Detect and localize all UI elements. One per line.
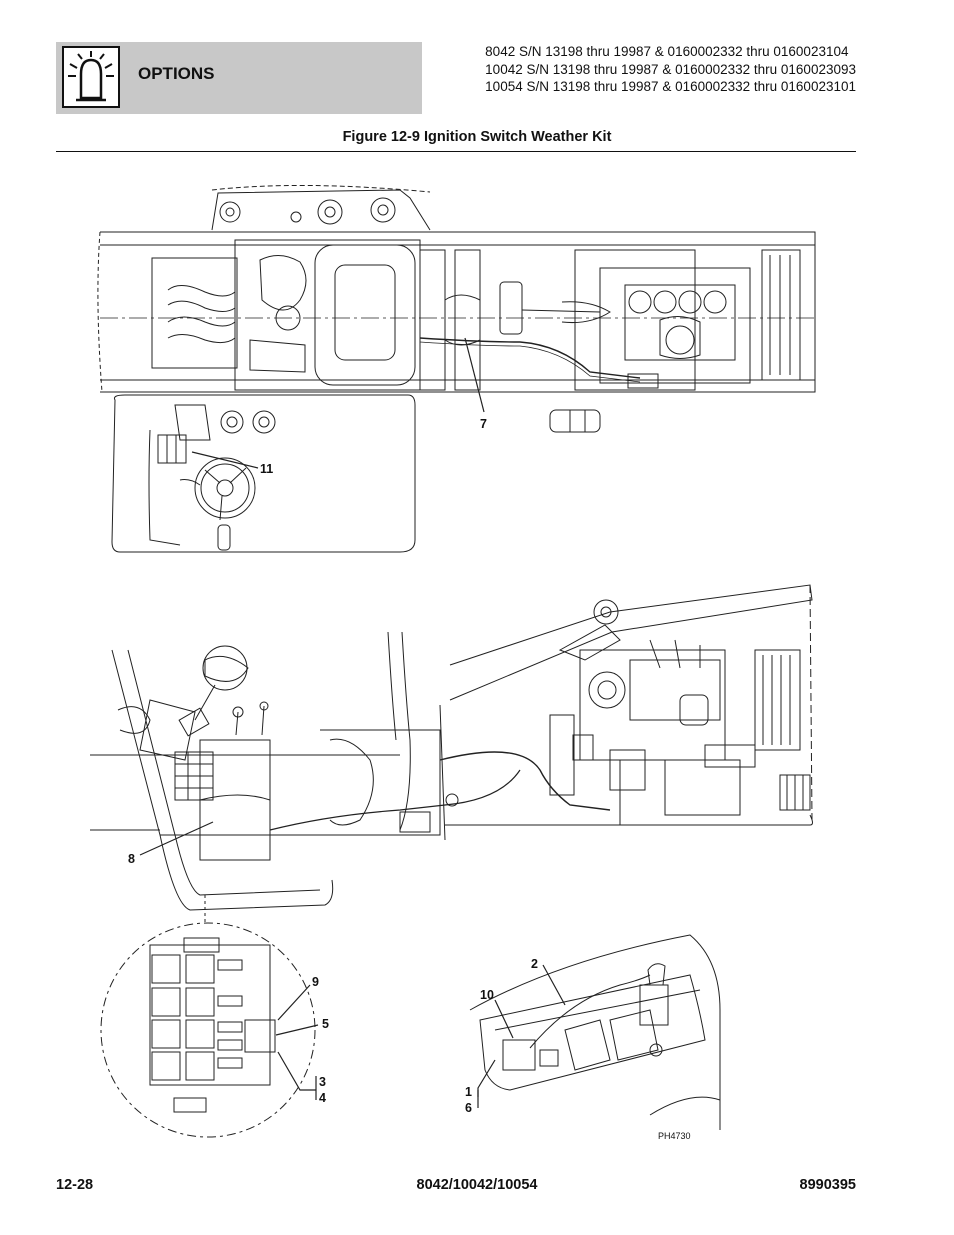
top-view-frame <box>97 184 816 553</box>
serial-line: 8042 S/N 13198 thru 19987 & 0160002332 t… <box>485 44 849 59</box>
callout-4: 4 <box>319 1091 326 1105</box>
section-header: OPTIONS <box>56 42 422 114</box>
footer-models: 8042/10042/10054 <box>416 1177 538 1193</box>
callout-1: 1 <box>465 1085 472 1099</box>
figure-title: Figure 12-9 Ignition Switch Weather Kit <box>342 129 612 145</box>
callout-6: 6 <box>465 1101 472 1115</box>
serial-number-list: 8042 S/N 13198 thru 19987 & 0160002332 t… <box>485 43 856 96</box>
serial-line: 10054 S/N 13198 thru 19987 & 0160002332 … <box>485 79 856 94</box>
callout-11: 11 <box>260 462 273 476</box>
page-number: 12-28 <box>56 1177 94 1193</box>
header-rule <box>56 151 856 152</box>
beacon-light-icon <box>62 46 120 108</box>
ignition-enclosure-detail <box>469 934 721 1130</box>
figure-code: PH4730 <box>658 1131 691 1141</box>
side-view-frame <box>90 584 813 925</box>
callout-2: 2 <box>531 957 538 971</box>
fuse-panel-detail <box>100 922 319 1138</box>
serial-line: 10042 S/N 13198 thru 19987 & 0160002332 … <box>485 61 856 77</box>
callout-9: 9 <box>312 975 319 989</box>
callout-7: 7 <box>480 417 487 431</box>
callout-5: 5 <box>322 1017 329 1031</box>
callout-8: 8 <box>128 852 135 866</box>
document-number: 8990395 <box>799 1177 856 1193</box>
callout-3: 3 <box>319 1075 326 1089</box>
callout-10: 10 <box>480 988 494 1002</box>
section-title: OPTIONS <box>138 64 215 83</box>
